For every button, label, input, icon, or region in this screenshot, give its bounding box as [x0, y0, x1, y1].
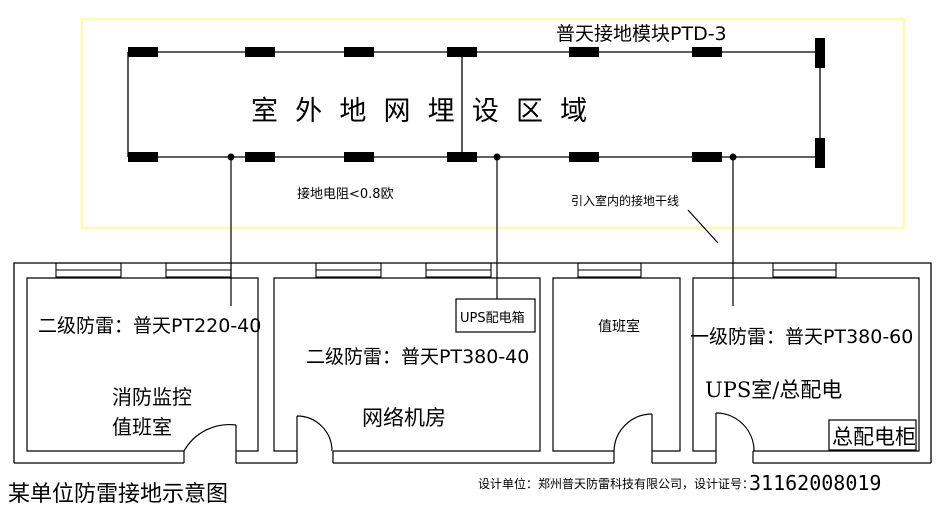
- certificate-number: 31162008019: [749, 471, 881, 495]
- windows: [55, 262, 837, 278]
- grounding-module: [245, 152, 275, 162]
- grounding-module: [692, 152, 722, 162]
- module-label: 普天接地模块PTD-3: [556, 23, 727, 45]
- fire-control-room-name-line2: 值班室: [112, 415, 172, 439]
- grounding-module: [447, 47, 477, 57]
- door: [613, 413, 653, 452]
- diagram-title: 某单位防雷接地示意图: [8, 482, 228, 507]
- trunk-label: 引入室内的接地干线: [571, 193, 679, 208]
- grounding-module: [245, 47, 275, 57]
- grounding-module: [569, 47, 599, 57]
- ups-protector-label: 一级防雷：普天PT380-60: [690, 326, 913, 348]
- window: [315, 262, 382, 278]
- grounding-module: [344, 47, 374, 57]
- ups-room-name: UPS室/总配电: [705, 378, 842, 402]
- fire-control-room-name-line1: 消防监控: [112, 385, 192, 409]
- grounding-module: [447, 152, 477, 162]
- room-fire-control-wall: [26, 277, 259, 452]
- ups-box-label: UPS配电箱: [460, 310, 525, 326]
- outdoor-zone-border: [81, 18, 905, 229]
- room-walls: [14, 277, 931, 464]
- grounding-module: [692, 47, 722, 57]
- door: [296, 415, 333, 452]
- designer-label: 设计单位：郑州普天防雷科技有限公司，设计证号：: [478, 476, 754, 491]
- grounding-module: [344, 152, 374, 162]
- window: [772, 262, 837, 278]
- grounding-module: [128, 47, 158, 57]
- grounding-module: [815, 38, 825, 68]
- window: [165, 262, 232, 278]
- resistance-label: 接地电阻<0.8欧: [297, 186, 394, 202]
- zone-label: 室 外 地 网 埋 设 区 域: [251, 96, 587, 127]
- grounding-module: [128, 152, 158, 162]
- grounding-modules: [128, 38, 825, 168]
- room-duty-wall: [552, 277, 681, 452]
- duty-room-name: 值班室: [598, 318, 640, 335]
- door: [183, 423, 237, 452]
- doors: [183, 412, 755, 452]
- room-network-wall: [273, 277, 541, 452]
- grounding-module: [815, 138, 825, 168]
- grounding-trunks: [230, 157, 734, 306]
- door: [715, 412, 755, 452]
- network-protector-label: 二级防雷：普天PT380-40: [306, 346, 529, 368]
- cabinet-label: 总配电柜: [832, 425, 916, 449]
- room-ups-wall: [692, 277, 920, 452]
- trunk-label-leader: [687, 209, 719, 244]
- main-distribution-cabinet: [828, 419, 917, 451]
- window: [55, 262, 122, 278]
- ups-distribution-box: [455, 298, 536, 333]
- network-room-name: 网络机房: [362, 406, 446, 430]
- window: [425, 262, 492, 278]
- fire-control-protector-label: 二级防雷：普天PT220-40: [38, 315, 261, 337]
- window: [577, 262, 642, 278]
- grounding-module: [569, 152, 599, 162]
